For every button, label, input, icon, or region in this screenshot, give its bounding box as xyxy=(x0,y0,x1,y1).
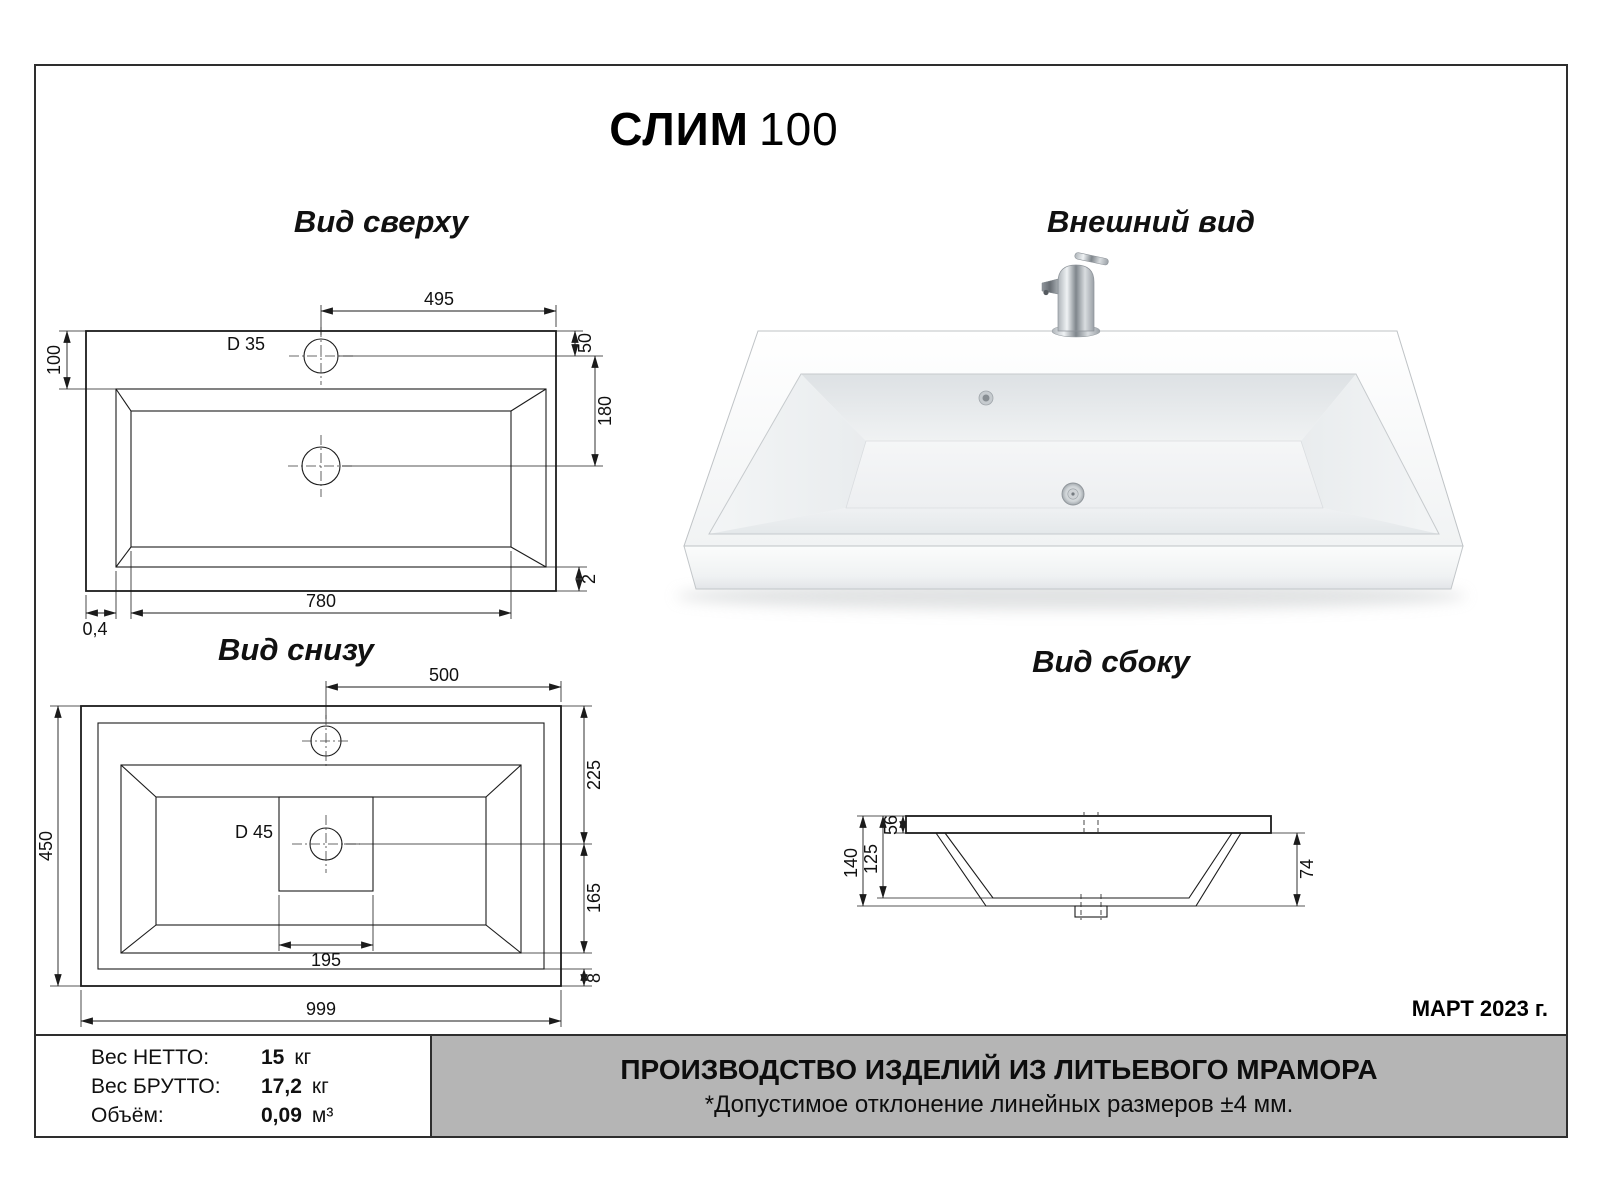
dim-74: 74 xyxy=(1297,859,1317,879)
dim-2: 2 xyxy=(579,574,599,584)
bottom-view-drawing: 500 225 450 D 45 165 195 8 999 xyxy=(36,667,604,1027)
spec-unit: м³ xyxy=(311,1104,334,1127)
specs-box: Вес НЕТТО: 15 кг Вес БРУТТО: 17,2 кг Объ… xyxy=(36,1036,432,1136)
production-title: ПРОИЗВОДСТВО ИЗДЕЛИЙ ИЗ ЛИТЬЕВОГО МРАМОР… xyxy=(620,1053,1378,1085)
spec-gross-weight: Вес БРУТТО: 17,2 кг xyxy=(91,1072,430,1101)
dim-500: 500 xyxy=(429,667,459,685)
bottom-view-outline xyxy=(80,705,562,987)
date-label: МАРТ 2023 г. xyxy=(1411,996,1548,1021)
dim-125: 125 xyxy=(861,844,881,874)
bottom-view-label: Вид снизу xyxy=(218,632,374,667)
faucet-aerator xyxy=(1043,289,1049,296)
spec-label: Объём: xyxy=(91,1104,164,1127)
top-view-drawing: 495 50 100 D 35 180 2 780 0,4 xyxy=(44,289,615,639)
dim-100: 100 xyxy=(44,345,64,375)
production-note: ПРОИЗВОДСТВО ИЗДЕЛИЙ ИЗ ЛИТЬЕВОГО МРАМОР… xyxy=(432,1036,1566,1136)
overflow-hole xyxy=(978,390,994,406)
model-size: 100 xyxy=(758,103,839,155)
sink-basin-interior xyxy=(708,373,1440,535)
spec-value: 0,09 xyxy=(261,1104,302,1127)
dim-780: 780 xyxy=(306,591,336,611)
drain-cap xyxy=(1061,482,1085,506)
external-view-render xyxy=(676,252,1466,610)
faucet-lever xyxy=(1074,252,1109,266)
side-view-drawing: 56 125 140 74 xyxy=(841,812,1317,920)
spec-label: Вес БРУТТО: xyxy=(91,1075,221,1098)
tolerance-note: *Допустимое отклонение линейных размеров… xyxy=(704,1090,1294,1118)
dim-8: 8 xyxy=(584,973,604,983)
dim-180: 180 xyxy=(595,396,615,426)
side-view-dimensions: 56 125 140 74 xyxy=(841,815,1317,907)
bottom-view-dimensions: 500 225 450 D 45 165 195 8 999 xyxy=(36,667,604,1027)
dim-56: 56 xyxy=(881,815,901,835)
external-view-label: Внешний вид xyxy=(1047,204,1255,239)
dim-195: 195 xyxy=(311,950,341,970)
dim-140: 140 xyxy=(841,848,861,878)
dim-165: 165 xyxy=(584,883,604,913)
spec-unit: кг xyxy=(294,1046,312,1069)
spec-unit: кг xyxy=(311,1075,329,1098)
dim-999: 999 xyxy=(306,999,336,1019)
model-name: СЛИМ xyxy=(609,103,749,155)
spec-net-weight: Вес НЕТТО: 15 кг xyxy=(91,1043,430,1072)
spec-value: 17,2 xyxy=(261,1075,302,1098)
side-view-label: Вид сбоку xyxy=(1032,644,1190,679)
dim-drain-diameter: D 45 xyxy=(235,822,273,842)
drain-stub xyxy=(1074,905,1108,918)
top-view-label: Вид сверху xyxy=(293,204,469,239)
sink-front-face xyxy=(683,545,1464,590)
top-view-outline xyxy=(85,327,557,592)
dim-0-4: 0,4 xyxy=(82,619,107,639)
top-view-dimensions: 495 50 100 D 35 180 2 780 0,4 xyxy=(44,289,615,639)
dim-225: 225 xyxy=(584,760,604,790)
footer: Вес НЕТТО: 15 кг Вес БРУТТО: 17,2 кг Объ… xyxy=(36,1034,1566,1136)
spec-value: 15 xyxy=(261,1046,285,1069)
dim-450: 450 xyxy=(36,831,56,861)
spec-label: Вес НЕТТО: xyxy=(91,1046,210,1069)
dim-50: 50 xyxy=(575,333,595,353)
side-view-outline xyxy=(905,812,1272,920)
faucet xyxy=(1041,252,1109,338)
dim-495: 495 xyxy=(424,289,454,309)
dim-faucet-diameter: D 35 xyxy=(227,334,265,354)
sink-render xyxy=(676,252,1466,610)
spec-volume: Объём: 0,09 м³ xyxy=(91,1101,430,1130)
